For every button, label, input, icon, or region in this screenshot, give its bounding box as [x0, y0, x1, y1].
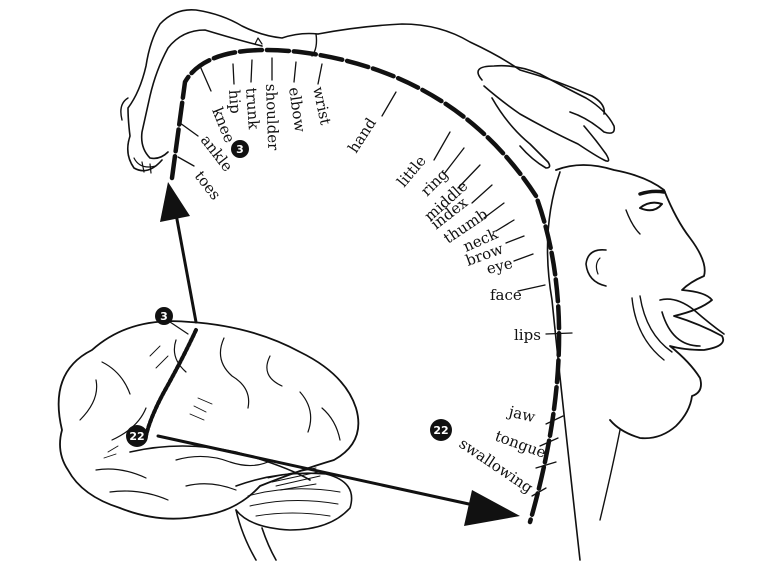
label-hip: hip: [225, 89, 245, 114]
label-jaw: jaw: [505, 402, 537, 426]
marker-22-brain-text: 22: [129, 430, 144, 443]
label-tongue: tongue: [493, 427, 549, 462]
marker-22-brain: 22: [126, 425, 148, 447]
label-elbow: elbow: [285, 86, 309, 133]
marker-3-figure-text: 3: [236, 143, 244, 156]
label-toes: toes: [191, 167, 225, 203]
label-trunk: trunk: [242, 87, 263, 131]
label-eye: eye: [485, 254, 515, 278]
label-wrist: wrist: [309, 85, 335, 126]
marker-22-arc-text: 22: [433, 424, 448, 437]
label-shoulder: shoulder: [262, 84, 282, 152]
label-lips: lips: [514, 326, 541, 344]
mouth-labels: jaw tongue swallowing: [456, 402, 549, 497]
leg-and-arm-figure: [120, 8, 616, 174]
upper-arrow: [160, 182, 198, 324]
marker-3-figure: 3: [231, 140, 249, 158]
marker-22-arc: 22: [430, 419, 452, 441]
face-profile: [546, 164, 725, 561]
label-tick-marks: [177, 57, 573, 497]
brain-illustration: [57, 320, 360, 561]
lower-arrow: [156, 434, 520, 526]
label-hand: hand: [344, 114, 380, 156]
label-face: face: [490, 286, 522, 304]
body-labels: toes ankle knee hip trunk shoulder elbow…: [191, 84, 380, 204]
marker-3-upper: 3: [155, 307, 173, 325]
head-labels: neck brow eye face lips: [460, 224, 541, 344]
marker-3-upper-text: 3: [160, 310, 168, 323]
